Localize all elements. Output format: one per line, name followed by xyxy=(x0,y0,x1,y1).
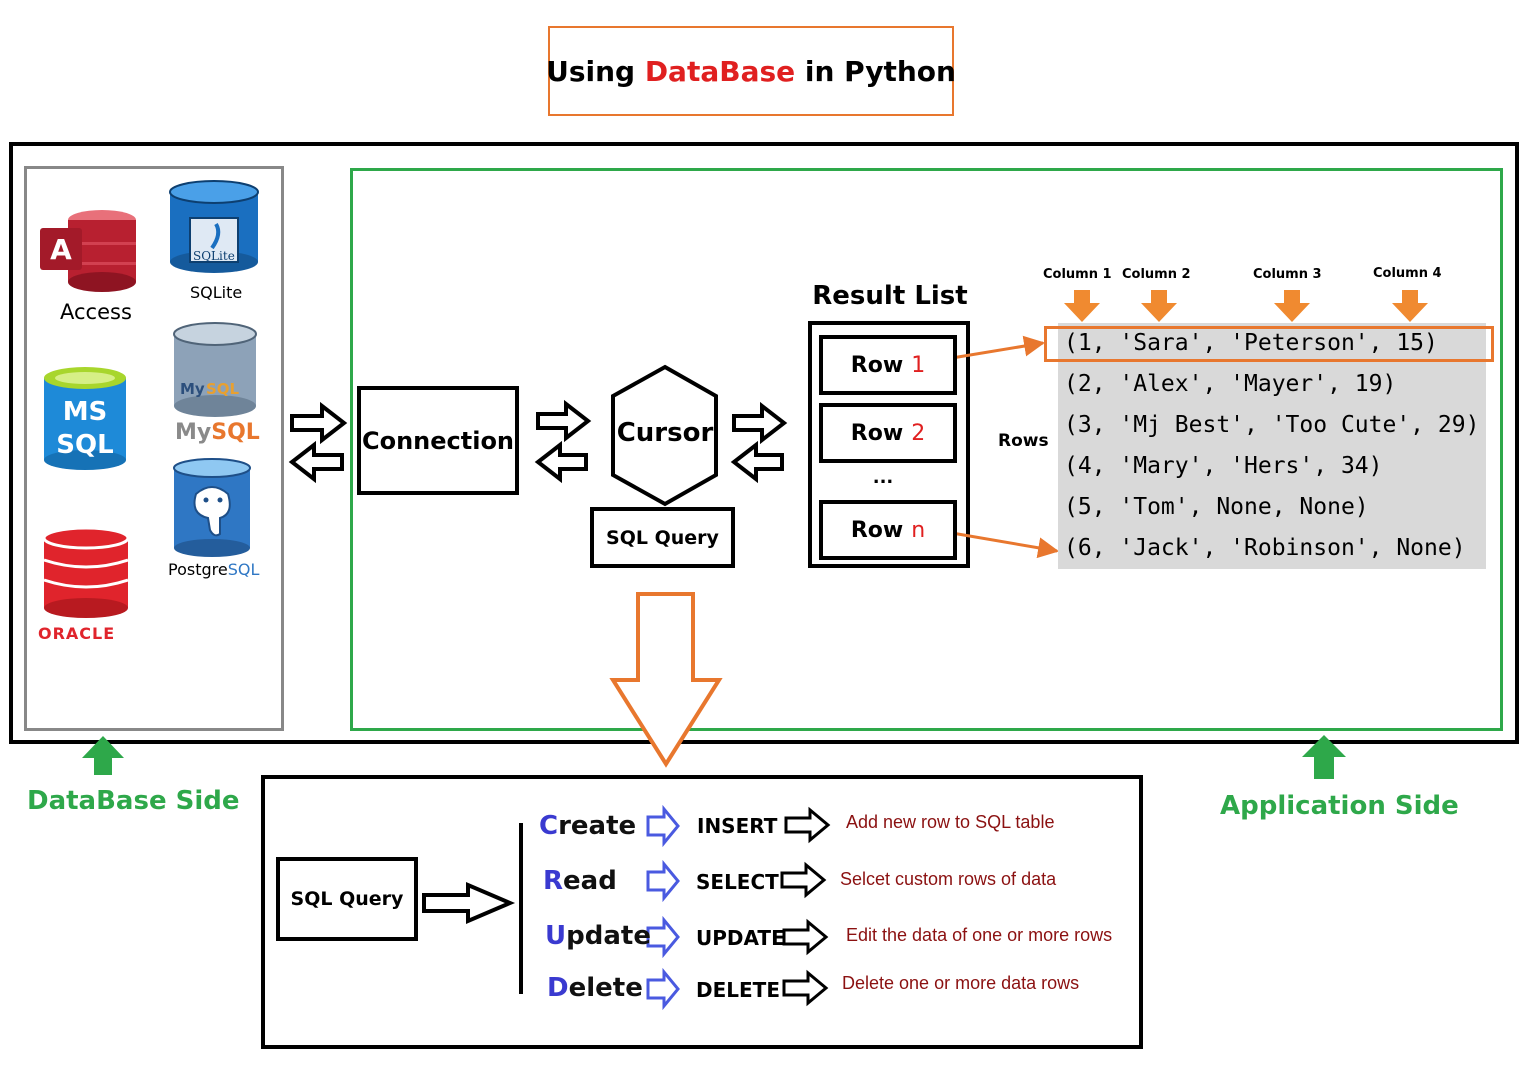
cursor-sql-query-label: SQL Query xyxy=(606,526,719,549)
crud-delete-initial: D xyxy=(547,973,569,1003)
application-side-arrow xyxy=(1302,735,1346,779)
sql-update: UPDATE xyxy=(696,926,785,950)
crud-blue-arrows xyxy=(646,804,680,1011)
sql-select: SELECT xyxy=(696,870,779,894)
mysql-label: MySQL xyxy=(175,420,260,445)
update-description: Edit the data of one or more rows xyxy=(846,925,1113,945)
crud-black-arrows xyxy=(780,806,831,1007)
row-n-num: n xyxy=(911,517,926,543)
mysql-label-a: My xyxy=(175,420,212,445)
outer-frame xyxy=(9,142,1519,744)
crud-read-initial: R xyxy=(543,866,564,896)
crud-create-initial: C xyxy=(539,811,559,841)
rows-label: Rows xyxy=(998,431,1049,451)
mssql-label: MS SQL xyxy=(44,396,126,462)
svg-text:My: My xyxy=(180,380,205,398)
result-row-2: Row 2 xyxy=(819,403,957,463)
delete-description: Delete one or more data rows xyxy=(842,973,1080,993)
access-icon: A xyxy=(40,210,136,292)
oracle-icon xyxy=(42,526,130,618)
postgresql-icon xyxy=(173,458,251,557)
result-row-1: Row 1 xyxy=(819,335,957,395)
sqlite-label: SQLite xyxy=(190,283,243,302)
connection-cursor-arrows xyxy=(534,399,592,484)
cursor-result-arrows xyxy=(730,401,788,484)
crud-delete: Delete xyxy=(547,973,643,1003)
result-tuple: (5, 'Tom', None, None) xyxy=(1058,487,1486,528)
title-suffix: in Python xyxy=(795,54,956,88)
application-side-label: Application Side xyxy=(1220,791,1459,821)
select-description: Selcet custom rows of data xyxy=(840,869,1057,889)
row-1-num: 1 xyxy=(911,352,926,378)
connection-box: Connection xyxy=(357,386,519,495)
crud-sql-query-label: SQL Query xyxy=(290,888,404,910)
cursor-hexagon xyxy=(611,364,718,507)
crud-update-rest: pdate xyxy=(566,921,651,951)
database-side-label: DataBase Side xyxy=(27,786,240,816)
postgresql-label-a: Postgre xyxy=(168,560,228,579)
sqlite-badge: SQLite xyxy=(193,249,235,263)
result-list-title: Result List xyxy=(812,281,968,311)
crud-create: Create xyxy=(539,811,636,841)
mysql-icon: My SQL xyxy=(173,322,257,417)
row-2-num: 2 xyxy=(911,420,926,446)
sqlite-icon xyxy=(169,180,259,273)
query-to-crud-arrow xyxy=(422,881,516,925)
mysql-label-b: SQL xyxy=(211,420,260,445)
mssql-icon xyxy=(44,367,126,470)
column-3-label: Column 3 xyxy=(1253,267,1322,282)
crud-sql-query-box: SQL Query xyxy=(276,857,418,941)
row-n-label: Row xyxy=(850,517,904,543)
connection-label: Connection xyxy=(361,426,515,455)
title-prefix: Using xyxy=(546,54,645,88)
rown-connector xyxy=(951,531,1060,559)
crud-update: Update xyxy=(545,921,651,951)
database-side-arrow xyxy=(82,736,124,775)
svg-text:SQL: SQL xyxy=(206,380,240,398)
insert-description: Add new row to SQL table xyxy=(846,812,1055,832)
result-tuple: (2, 'Alex', 'Mayer', 19) xyxy=(1058,364,1486,405)
application-panel xyxy=(350,168,1503,731)
sql-insert: INSERT xyxy=(697,814,778,838)
sql-delete: DELETE xyxy=(696,978,780,1002)
column-arrows xyxy=(1064,290,1428,322)
crud-read: Read xyxy=(543,866,617,896)
crud-frame xyxy=(261,775,1143,1049)
access-label: Access xyxy=(60,300,132,324)
row-2-label: Row xyxy=(850,420,904,446)
result-tuple: (3, 'Mj Best', 'Too Cute', 29) xyxy=(1058,405,1486,446)
crud-update-initial: U xyxy=(545,921,567,951)
result-tuple: (4, 'Mary', 'Hers', 34) xyxy=(1058,446,1486,487)
column-2-label: Column 2 xyxy=(1122,267,1191,282)
crud-create-rest: reate xyxy=(558,811,637,841)
db-connection-arrows xyxy=(288,401,348,484)
svg-text:A: A xyxy=(50,233,72,266)
first-row-highlight xyxy=(1044,326,1494,362)
cursor-sql-query-box: SQL Query xyxy=(590,507,735,568)
row-1-label: Row xyxy=(850,352,904,378)
postgresql-label-b: SQL xyxy=(227,560,260,579)
title-highlight: DataBase xyxy=(644,54,796,88)
row1-connector xyxy=(951,335,1046,360)
row-ellipsis: ... xyxy=(872,467,894,488)
mssql-label-line1: MS xyxy=(62,397,108,427)
mssql-label-line2: SQL xyxy=(56,430,114,460)
oracle-label: ORACLE xyxy=(38,624,116,643)
column-1-label: Column 1 xyxy=(1043,267,1112,282)
cursor-label: Cursor xyxy=(616,418,714,448)
postgresql-label: PostgreSQL xyxy=(168,560,259,579)
diagram-title: Using DataBase in Python xyxy=(546,26,956,116)
big-down-arrow xyxy=(609,592,723,768)
result-tuple: (1, 'Sara', 'Peterson', 15) xyxy=(1058,323,1486,364)
database-panel xyxy=(24,166,284,731)
crud-delete-rest: elete xyxy=(568,973,643,1003)
result-tuple: (6, 'Jack', 'Robinson', None) xyxy=(1058,528,1486,569)
column-4-label: Column 4 xyxy=(1373,266,1442,281)
crud-read-rest: ead xyxy=(563,866,617,896)
